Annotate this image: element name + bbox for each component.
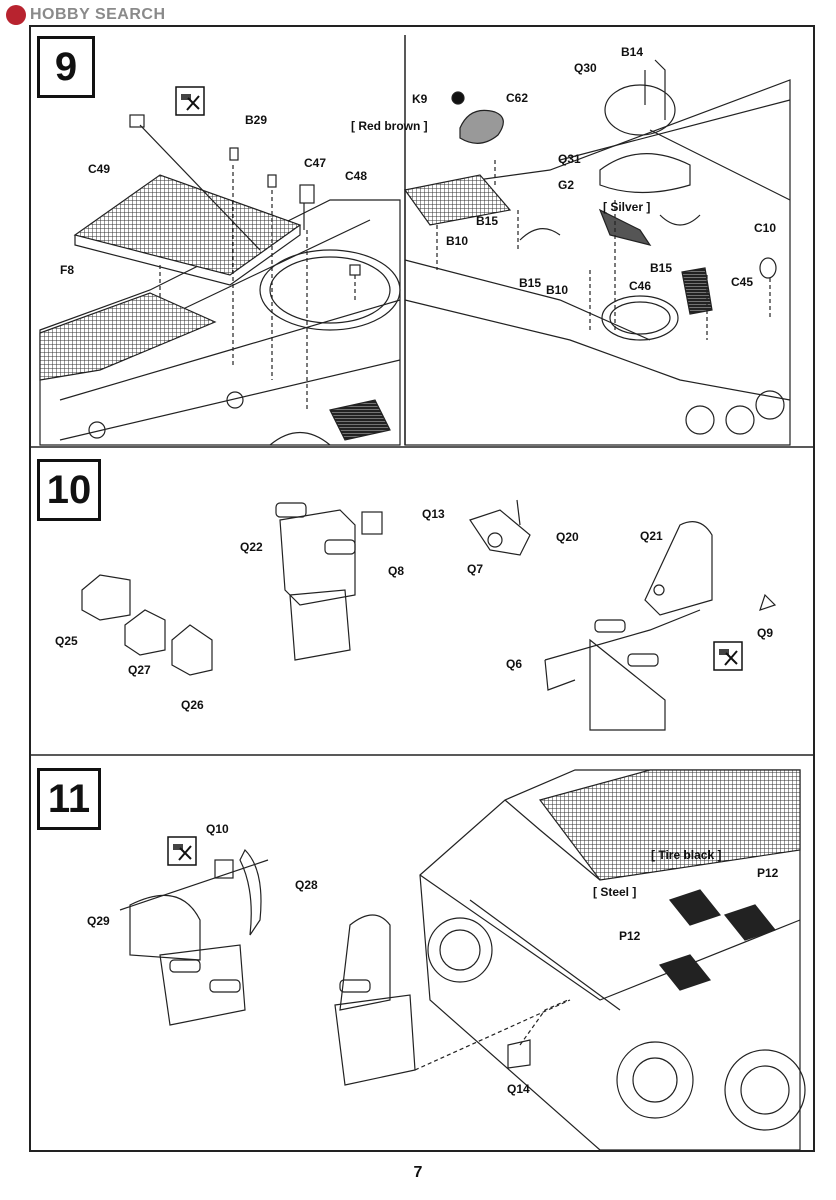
part-label-q22: Q22 xyxy=(240,540,263,554)
part-label-q7: Q7 xyxy=(467,562,484,576)
part-label-q14: Q14 xyxy=(507,1082,530,1096)
part-label-q6: Q6 xyxy=(506,657,523,671)
page-number: 7 xyxy=(413,1164,423,1181)
instruction-frame xyxy=(29,25,815,1152)
part-label-c62: C62 xyxy=(506,91,529,105)
do-not-glue-icon xyxy=(167,836,197,866)
part-label-q8: Q8 xyxy=(388,564,405,578)
part-label-p12-right: P12 xyxy=(757,866,779,880)
part-label-f8: F8 xyxy=(60,263,75,277)
part-label-b14: B14 xyxy=(621,45,644,59)
part-label-p12-left: P12 xyxy=(619,929,641,943)
paint-silver: [ Silver ] xyxy=(603,200,651,214)
part-label-q26: Q26 xyxy=(181,698,204,712)
part-label-g2: G2 xyxy=(558,178,575,192)
step9-right-hull-view xyxy=(403,59,791,446)
part-label-q27: Q27 xyxy=(128,663,151,677)
part-label-c45: C45 xyxy=(731,275,754,289)
part-label-b29: B29 xyxy=(245,113,268,127)
part-label-q28: Q28 xyxy=(295,878,318,892)
part-label-b10-right: B10 xyxy=(546,283,569,297)
watermark-text: HOBBY SEARCH xyxy=(30,6,166,23)
part-label-q30: Q30 xyxy=(574,61,597,75)
part-label-q10: Q10 xyxy=(206,822,229,836)
step-9-number: 9 xyxy=(37,36,95,98)
logo-badge-icon xyxy=(6,5,26,25)
part-label-b10-left: B10 xyxy=(446,234,469,248)
paint-steel: [ Steel ] xyxy=(593,885,637,899)
part-label-c48: C48 xyxy=(345,169,368,183)
step10-suspension-parts xyxy=(81,499,777,731)
part-label-q25: Q25 xyxy=(55,634,78,648)
part-label-c47: C47 xyxy=(304,156,327,170)
part-label-b15-upper: B15 xyxy=(476,214,499,228)
part-label-q20: Q20 xyxy=(556,530,579,544)
step-11-number: 11 xyxy=(37,768,101,830)
paint-red-brown: [ Red brown ] xyxy=(351,119,428,133)
paint-tire-black: [ Tire black ] xyxy=(651,848,722,862)
step-10-number: 10 xyxy=(37,459,101,521)
part-label-b15-right: B15 xyxy=(650,261,673,275)
part-label-c49: C49 xyxy=(88,162,111,176)
part-label-k9: K9 xyxy=(412,92,428,106)
step9-left-hull-view xyxy=(39,114,401,446)
part-label-b15-lower: B15 xyxy=(519,276,542,290)
part-label-c46: C46 xyxy=(629,279,652,293)
watermark-logo: HOBBY SEARCH xyxy=(6,4,166,26)
part-label-q13: Q13 xyxy=(422,507,445,521)
step11-hull-rear-view xyxy=(119,769,806,1151)
part-label-q29: Q29 xyxy=(87,914,110,928)
part-label-q21: Q21 xyxy=(640,529,663,543)
part-label-q9: Q9 xyxy=(757,626,774,640)
part-label-c10: C10 xyxy=(754,221,777,235)
do-not-glue-icon xyxy=(713,641,743,671)
do-not-glue-icon xyxy=(175,86,205,116)
part-label-q31: Q31 xyxy=(558,152,581,166)
